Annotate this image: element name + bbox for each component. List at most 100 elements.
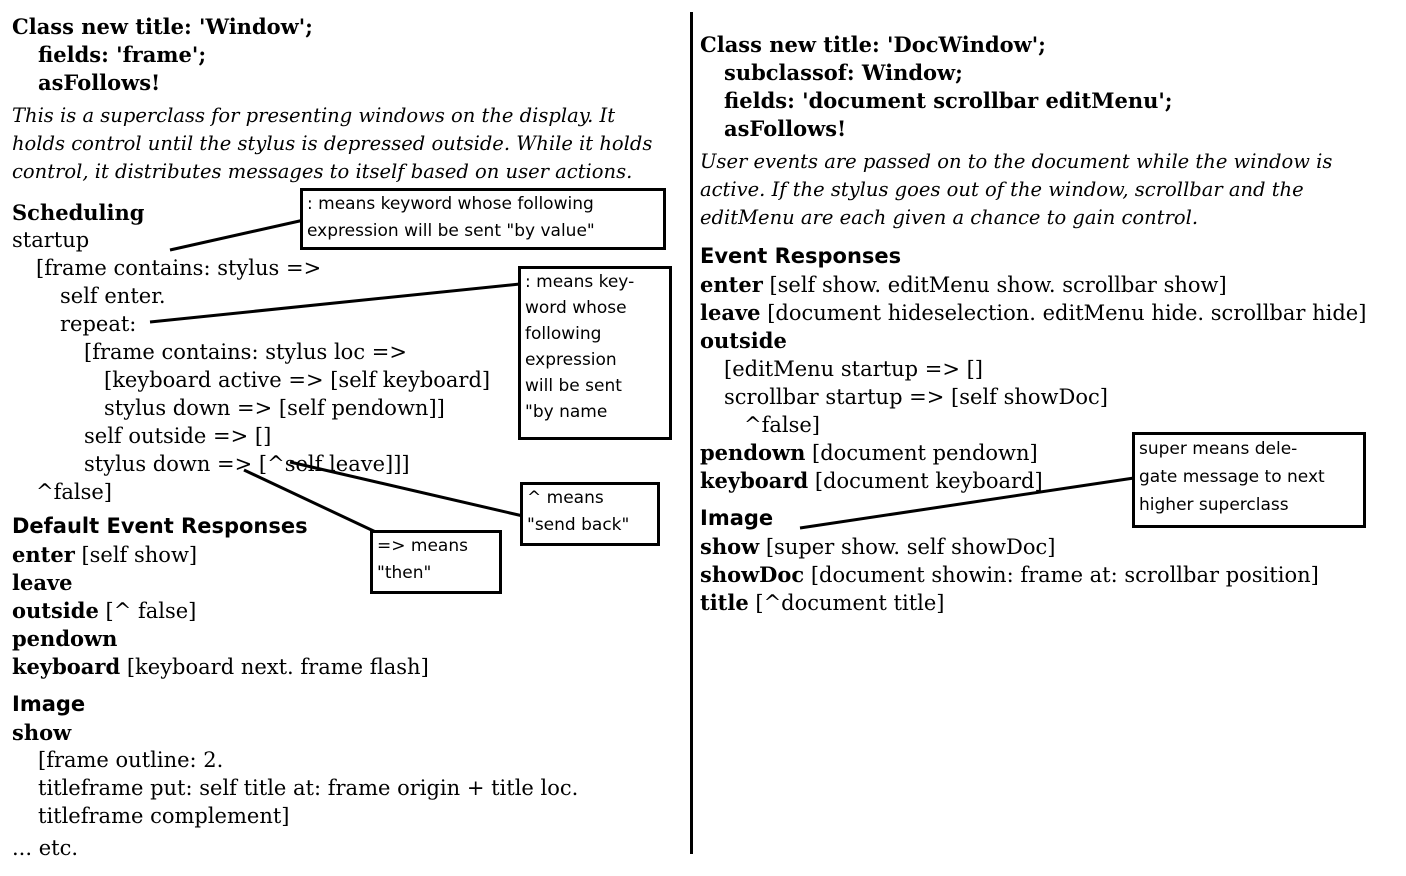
- right-description-line: User events are passed on to the documen…: [700, 150, 1333, 173]
- note-line: : means key-: [525, 272, 635, 292]
- code-line: [frame contains: stylus =>: [36, 256, 322, 280]
- note-line: "send back": [527, 515, 630, 535]
- code-line: [keyboard active => [self keyboard]: [104, 368, 491, 392]
- note-line: following: [525, 324, 602, 344]
- right-description-line: editMenu are each given a chance to gain…: [700, 206, 1199, 229]
- response-key: outside: [700, 328, 787, 353]
- right-asfollows-line: asFollows!: [724, 116, 847, 141]
- response-body: [document hideselection. editMenu hide. …: [760, 301, 1367, 325]
- image-line: [frame outline: 2.: [38, 748, 224, 772]
- note-by-value: : means keyword whose following expressi…: [300, 188, 666, 250]
- event-responses-heading: Event Responses: [700, 244, 902, 268]
- default-response-line: outside [^ false]: [12, 600, 196, 622]
- note-line: : means keyword whose following: [307, 194, 594, 214]
- code-line: ^false]: [36, 480, 113, 504]
- default-response-line: enter [self show]: [12, 544, 197, 566]
- event-response-line: [editMenu startup => []: [724, 358, 983, 380]
- code-line: self enter.: [60, 284, 166, 308]
- image-method-line: show [super show. self showDoc]: [700, 536, 1055, 558]
- event-response-line: scrollbar startup => [self showDoc]: [724, 386, 1108, 408]
- note-line: higher superclass: [1139, 495, 1289, 515]
- event-response-line: ^false]: [744, 414, 820, 436]
- note-line: word whose: [525, 298, 627, 318]
- default-response-line: keyboard [keyboard next. frame flash]: [12, 656, 429, 678]
- response-body: scrollbar startup => [self showDoc]: [724, 385, 1108, 409]
- image-method-line: title [^document title]: [700, 592, 944, 614]
- image-line: titleframe complement]: [38, 804, 290, 828]
- response-key: keyboard: [12, 654, 121, 679]
- callout-line-super: [799, 476, 1135, 530]
- response-key: outside: [12, 598, 99, 623]
- right-class-declaration: Class new title: 'DocWindow';: [700, 32, 1046, 57]
- code-line: stylus down => [^self leave]]]: [84, 452, 410, 476]
- right-fields-line: fields: 'document scrollbar editMenu';: [724, 88, 1173, 113]
- note-line: will be sent: [525, 376, 622, 396]
- left-description-line: holds control until the stylus is depres…: [12, 132, 653, 155]
- response-key: keyboard: [700, 468, 809, 493]
- response-key: enter: [12, 542, 75, 567]
- left-description-line: control, it distributes messages to itse…: [12, 160, 633, 183]
- method-body: [^document title]: [748, 591, 945, 615]
- event-response-line: leave [document hideselection. editMenu …: [700, 302, 1366, 324]
- response-body: [document keyboard]: [808, 469, 1043, 493]
- code-line: stylus down => [self pendown]]: [104, 396, 445, 420]
- right-subclass-line: subclassof: Window;: [724, 60, 963, 85]
- note-line: super means dele-: [1139, 439, 1298, 459]
- right-description-line: active. If the stylus goes out of the wi…: [700, 178, 1304, 201]
- method-body: [document showin: frame at: scrollbar po…: [804, 563, 1319, 587]
- note-line: => means: [377, 536, 468, 556]
- method-key: show: [700, 534, 760, 559]
- image-method-line: showDoc [document showin: frame at: scro…: [700, 564, 1319, 586]
- event-response-line: outside: [700, 330, 787, 352]
- note-send-back: ^ means "send back": [520, 482, 660, 546]
- note-line: "then": [377, 563, 432, 583]
- left-class-declaration: Class new title: 'Window';: [12, 14, 313, 39]
- code-line: repeat:: [60, 312, 137, 336]
- response-key: pendown: [700, 440, 806, 465]
- left-description-line: This is a superclass for presenting wind…: [12, 104, 616, 127]
- response-key: leave: [12, 570, 73, 595]
- callout-line-then: [243, 468, 381, 536]
- default-response-line: leave: [12, 572, 73, 594]
- callout-line-by-name: [149, 282, 521, 324]
- response-body: [self show]: [74, 543, 198, 567]
- method-body: [super show. self showDoc]: [759, 535, 1056, 559]
- left-fields-line: fields: 'frame';: [38, 42, 207, 67]
- response-key: pendown: [12, 626, 118, 651]
- image-line-etc: ... etc.: [12, 836, 79, 860]
- note-then: => means "then": [370, 530, 502, 594]
- left-asfollows-line: asFollows!: [38, 70, 161, 95]
- default-responses-heading: Default Event Responses: [12, 514, 308, 538]
- event-response-line: keyboard [document keyboard]: [700, 470, 1043, 492]
- note-line: "by name: [525, 402, 608, 422]
- callout-line-send-back: [289, 460, 524, 518]
- note-line: expression: [525, 350, 617, 370]
- event-response-line: pendown [document pendown]: [700, 442, 1038, 464]
- code-line: [frame contains: stylus loc =>: [84, 340, 407, 364]
- default-response-line: pendown: [12, 628, 117, 650]
- note-super: super means dele- gate message to next h…: [1132, 432, 1366, 528]
- callout-line-by-value: [169, 218, 305, 252]
- response-key: leave: [700, 300, 761, 325]
- response-body: ^false]: [744, 413, 821, 437]
- code-line: self outside => []: [84, 424, 272, 448]
- response-body: [editMenu startup => []: [724, 357, 983, 381]
- event-response-line: enter [self show. editMenu show. scrollb…: [700, 274, 1227, 296]
- note-line: expression will be sent "by value": [307, 221, 595, 241]
- response-body: [document pendown]: [805, 441, 1038, 465]
- left-image-heading: Image: [12, 692, 86, 716]
- column-divider: [690, 12, 693, 854]
- response-body: [^ false]: [98, 599, 197, 623]
- note-by-name: : means key- word whose following expres…: [518, 266, 672, 440]
- response-body: [self show. editMenu show. scrollbar sho…: [762, 273, 1227, 297]
- response-body: [keyboard next. frame flash]: [120, 655, 429, 679]
- method-key: title: [700, 590, 749, 615]
- note-line: ^ means: [527, 488, 604, 508]
- image-line-show: show: [12, 720, 72, 745]
- code-line-startup: startup: [12, 228, 90, 252]
- response-key: enter: [700, 272, 763, 297]
- note-line: gate message to next: [1139, 467, 1325, 487]
- image-line: titleframe put: self title at: frame ori…: [38, 776, 579, 800]
- scheduling-heading: Scheduling: [12, 200, 145, 225]
